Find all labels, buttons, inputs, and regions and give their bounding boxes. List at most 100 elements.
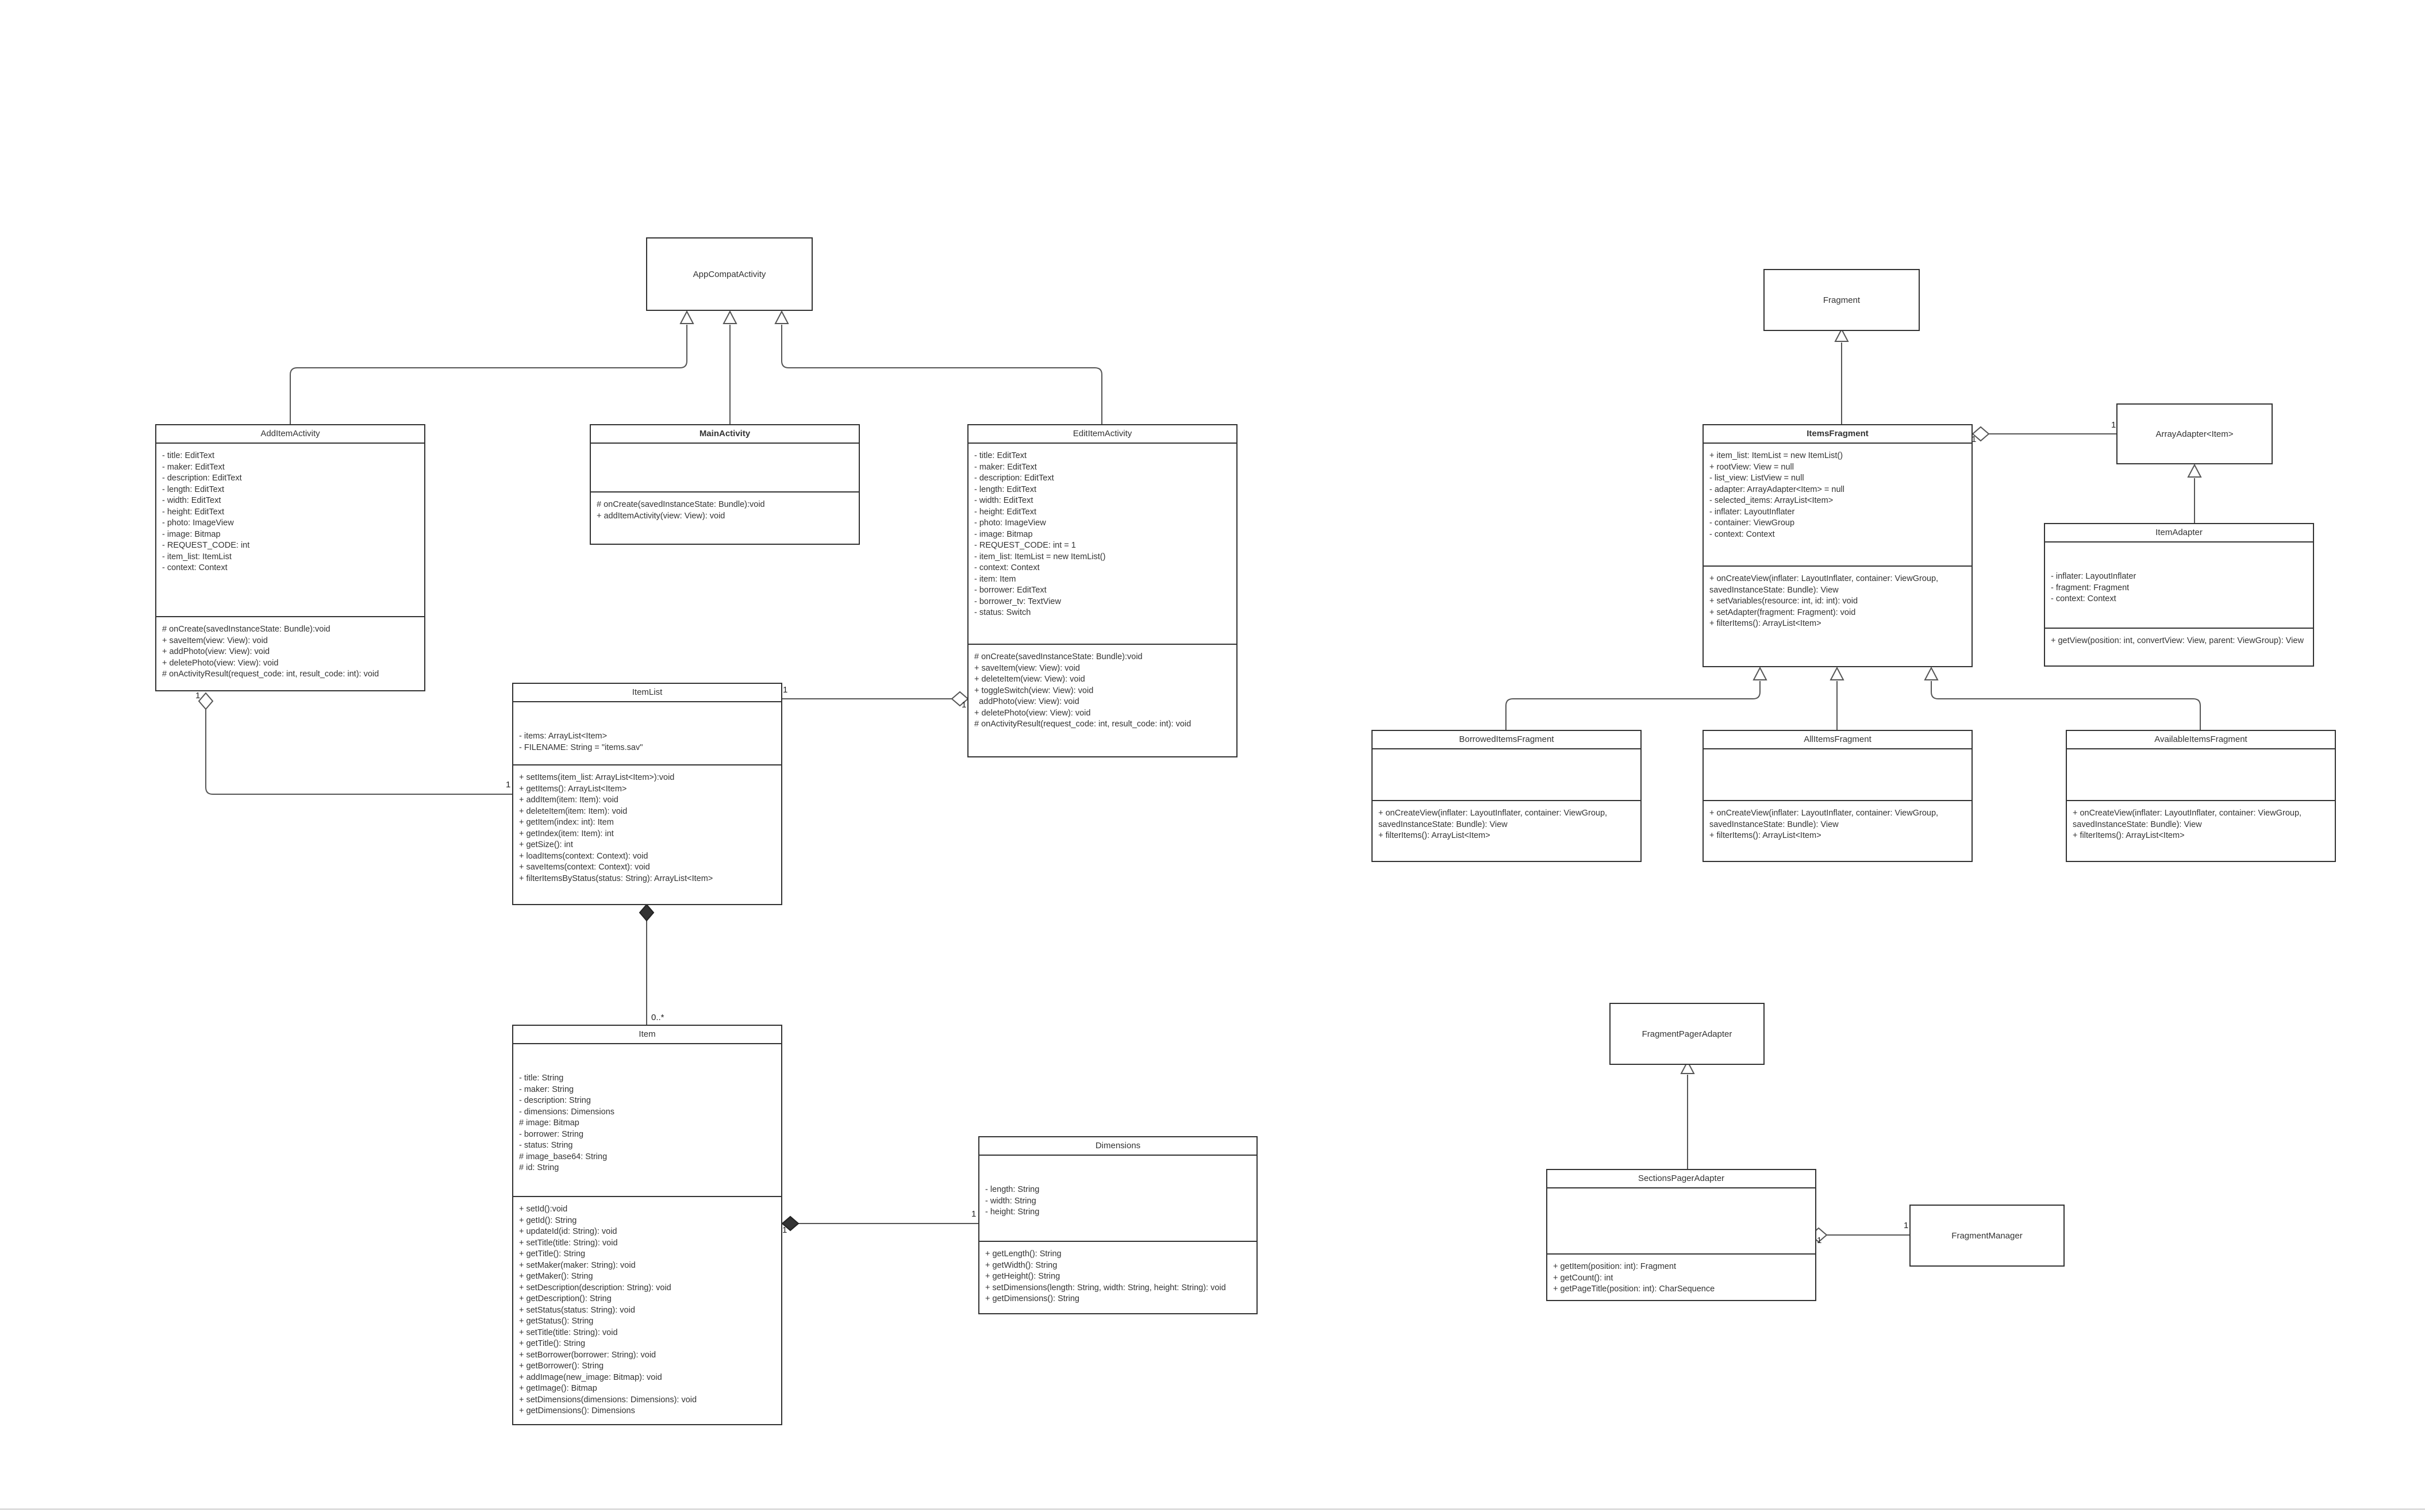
class-name: AvailableItemsFragment bbox=[2067, 731, 2335, 749]
attributes-section bbox=[1547, 1188, 1815, 1255]
method-line: # onCreate(savedInstanceState: Bundle):v… bbox=[974, 652, 1143, 661]
class-itemadapter[interactable]: ItemAdapter - inflater: LayoutInflater- … bbox=[2044, 523, 2314, 667]
method-line: + filterItems(): ArrayList<Item> bbox=[1378, 831, 1490, 840]
method-line: # onActivityResult(request_code: int, re… bbox=[162, 670, 379, 679]
method-line: + getHeight(): String bbox=[985, 1272, 1060, 1281]
method-line: + onCreateView(inflater: LayoutInflater,… bbox=[1709, 574, 1941, 595]
class-additemactivity[interactable]: AddItemActivity - title: EditText- maker… bbox=[155, 424, 425, 691]
method-line: + getCount(): int bbox=[1553, 1273, 1613, 1283]
attribute-line: - length: String bbox=[985, 1185, 1040, 1194]
multiplicity-dimensions-end: 1 bbox=[971, 1209, 977, 1219]
class-itemlist[interactable]: ItemList - items: ArrayList<Item>- FILEN… bbox=[512, 683, 782, 905]
arrayadapter-box[interactable]: ArrayAdapter<Item> bbox=[2116, 403, 2273, 464]
method-line: + getDescription(): String bbox=[519, 1294, 612, 1303]
class-name: ItemsFragment bbox=[1704, 425, 1971, 444]
class-name: ItemList bbox=[513, 684, 781, 702]
method-line: + deleteItem(item: Item): void bbox=[519, 806, 628, 816]
methods-section: + setItems(item_list: ArrayList<Item>):v… bbox=[513, 765, 781, 889]
methods-section: + onCreateView(inflater: LayoutInflater,… bbox=[1373, 801, 1640, 847]
triangle-head-allitems bbox=[1830, 666, 1844, 680]
class-name: Dimensions bbox=[979, 1137, 1256, 1156]
method-line: + getTitle(): String bbox=[519, 1249, 586, 1259]
method-line: + getLength(): String bbox=[985, 1249, 1062, 1259]
triangle-head-borrowed bbox=[1753, 666, 1767, 680]
generalization-available bbox=[1931, 681, 2201, 730]
method-line: + setDimensions(length: String, width: S… bbox=[985, 1283, 1226, 1292]
fragmentpageradapter-box[interactable]: FragmentPagerAdapter bbox=[1609, 1003, 1765, 1065]
attribute-line: - borrower: EditText bbox=[974, 586, 1047, 595]
class-borroweditemsfragment[interactable]: BorrowedItemsFragment + onCreateView(inf… bbox=[1371, 730, 1642, 862]
attribute-line: - width: String bbox=[985, 1196, 1036, 1206]
class-availableitemsfragment[interactable]: AvailableItemsFragment + onCreateView(in… bbox=[2066, 730, 2336, 862]
class-name: AddItemActivity bbox=[156, 425, 424, 444]
method-line: + saveItem(view: View): void bbox=[162, 636, 268, 645]
class-mainactivity[interactable]: MainActivity # onCreate(savedInstanceSta… bbox=[590, 424, 860, 545]
method-line: + onCreateView(inflater: LayoutInflater,… bbox=[1709, 809, 1941, 829]
attribute-line: - status: String bbox=[519, 1141, 573, 1150]
method-line: + loadItems(context: Context): void bbox=[519, 851, 648, 861]
attribute-line: - item: Item bbox=[974, 574, 1016, 584]
attribute-line: - title: String bbox=[519, 1074, 564, 1083]
class-name: AllItemsFragment bbox=[1704, 731, 1971, 749]
fragment-box[interactable]: Fragment bbox=[1763, 269, 1920, 331]
method-line: + setTitle(title: String): void bbox=[519, 1328, 618, 1337]
method-line: + deletePhoto(view: View): void bbox=[162, 658, 279, 668]
attribute-line: - maker: String bbox=[519, 1084, 574, 1094]
attributes-section: - inflater: LayoutInflater- fragment: Fr… bbox=[2045, 543, 2313, 629]
class-dimensions[interactable]: Dimensions - length: String - width: Stri… bbox=[978, 1136, 1258, 1314]
method-line: + setVariables(resource: int, id: int): … bbox=[1709, 597, 1858, 606]
attribute-line: - context: Context bbox=[162, 563, 228, 572]
class-sectionspageradapter[interactable]: SectionsPagerAdapter + getItem(position:… bbox=[1546, 1169, 1816, 1301]
multiplicity-additem-aggregation: 1 bbox=[195, 691, 201, 701]
attribute-line: - maker: EditText bbox=[162, 462, 225, 472]
method-line: + getItem(position: int): Fragment bbox=[1553, 1262, 1676, 1271]
fragmentmanager-box[interactable]: FragmentManager bbox=[1909, 1205, 2065, 1267]
attribute-line: - adapter: ArrayAdapter<Item> = null bbox=[1709, 484, 1844, 494]
attribute-line: - width: EditText bbox=[162, 496, 221, 505]
method-line: + updateId(id: String): void bbox=[519, 1227, 617, 1236]
class-allitemsfragment[interactable]: AllItemsFragment + onCreateView(inflater… bbox=[1703, 730, 1973, 862]
method-line: + deletePhoto(view: View): void bbox=[974, 708, 1091, 718]
attribute-line: - inflater: LayoutInflater bbox=[2051, 572, 2136, 581]
method-line: + deleteItem(view: View): void bbox=[974, 675, 1085, 684]
multiplicity-spa-aggregation: 1 bbox=[1817, 1236, 1822, 1245]
triangle-head-itemsfragment bbox=[1834, 328, 1849, 342]
class-item[interactable]: Item - title: String- maker: String- des… bbox=[512, 1025, 782, 1425]
method-line: + addImage(new_image: Bitmap): void bbox=[519, 1372, 662, 1382]
method-line: + setBorrower(borrower: String): void bbox=[519, 1350, 656, 1360]
method-line: + getItems(): ArrayList<Item> bbox=[519, 784, 627, 794]
method-line: + setMaker(maker: String): void bbox=[519, 1260, 636, 1270]
method-line: + setItems(item_list: ArrayList<Item>):v… bbox=[519, 773, 675, 782]
method-line: + getSize(): int bbox=[519, 840, 573, 849]
method-line: + onCreateView(inflater: LayoutInflater,… bbox=[1378, 809, 1610, 829]
attributes-section: + item_list: ItemList = new ItemList()+ … bbox=[1704, 444, 1971, 567]
attribute-line: - dimensions: Dimensions bbox=[519, 1107, 615, 1117]
method-line: + saveItem(view: View): void bbox=[974, 663, 1080, 673]
method-line: + setTitle(title: String): void bbox=[519, 1238, 618, 1248]
attribute-line: - context: Context bbox=[974, 563, 1040, 572]
attribute-line: - photo: ImageView bbox=[974, 518, 1046, 528]
method-line: + filterItems(): ArrayList<Item> bbox=[1709, 619, 1821, 628]
method-line: + getDimensions(): String bbox=[985, 1294, 1079, 1303]
attribute-line: - items: ArrayList<Item> bbox=[519, 732, 608, 741]
attribute-line: # image: Bitmap bbox=[519, 1118, 579, 1128]
attributes-section bbox=[2067, 749, 2335, 801]
class-name: ItemAdapter bbox=[2045, 524, 2313, 543]
method-line: + onCreateView(inflater: LayoutInflater,… bbox=[2073, 809, 2304, 829]
attribute-line: - item_list: ItemList bbox=[162, 552, 232, 561]
multiplicity-itemlist-left: 1 bbox=[506, 780, 511, 790]
class-edititemactivity[interactable]: EditItemActivity - title: EditText- make… bbox=[967, 424, 1238, 757]
generalization-borrowed bbox=[1505, 681, 1761, 730]
class-itemsfragment[interactable]: ItemsFragment + item_list: ItemList = ne… bbox=[1703, 424, 1973, 667]
method-line: + getItem(index: int): Item bbox=[519, 818, 614, 827]
class-name: SectionsPagerAdapter bbox=[1547, 1170, 1815, 1188]
methods-section: # onCreate(savedInstanceState: Bundle):v… bbox=[156, 617, 424, 685]
appcompatactivity-label: AppCompatActivity bbox=[693, 269, 766, 279]
method-line: + getWidth(): String bbox=[985, 1260, 1058, 1270]
triangle-head-additem bbox=[679, 310, 694, 324]
appcompatactivity-box[interactable]: AppCompatActivity bbox=[646, 237, 813, 311]
attribute-line: - height: EditText bbox=[162, 507, 224, 517]
class-name: EditItemActivity bbox=[969, 425, 1236, 444]
method-line: + addItemActivity(view: View): void bbox=[597, 511, 725, 521]
